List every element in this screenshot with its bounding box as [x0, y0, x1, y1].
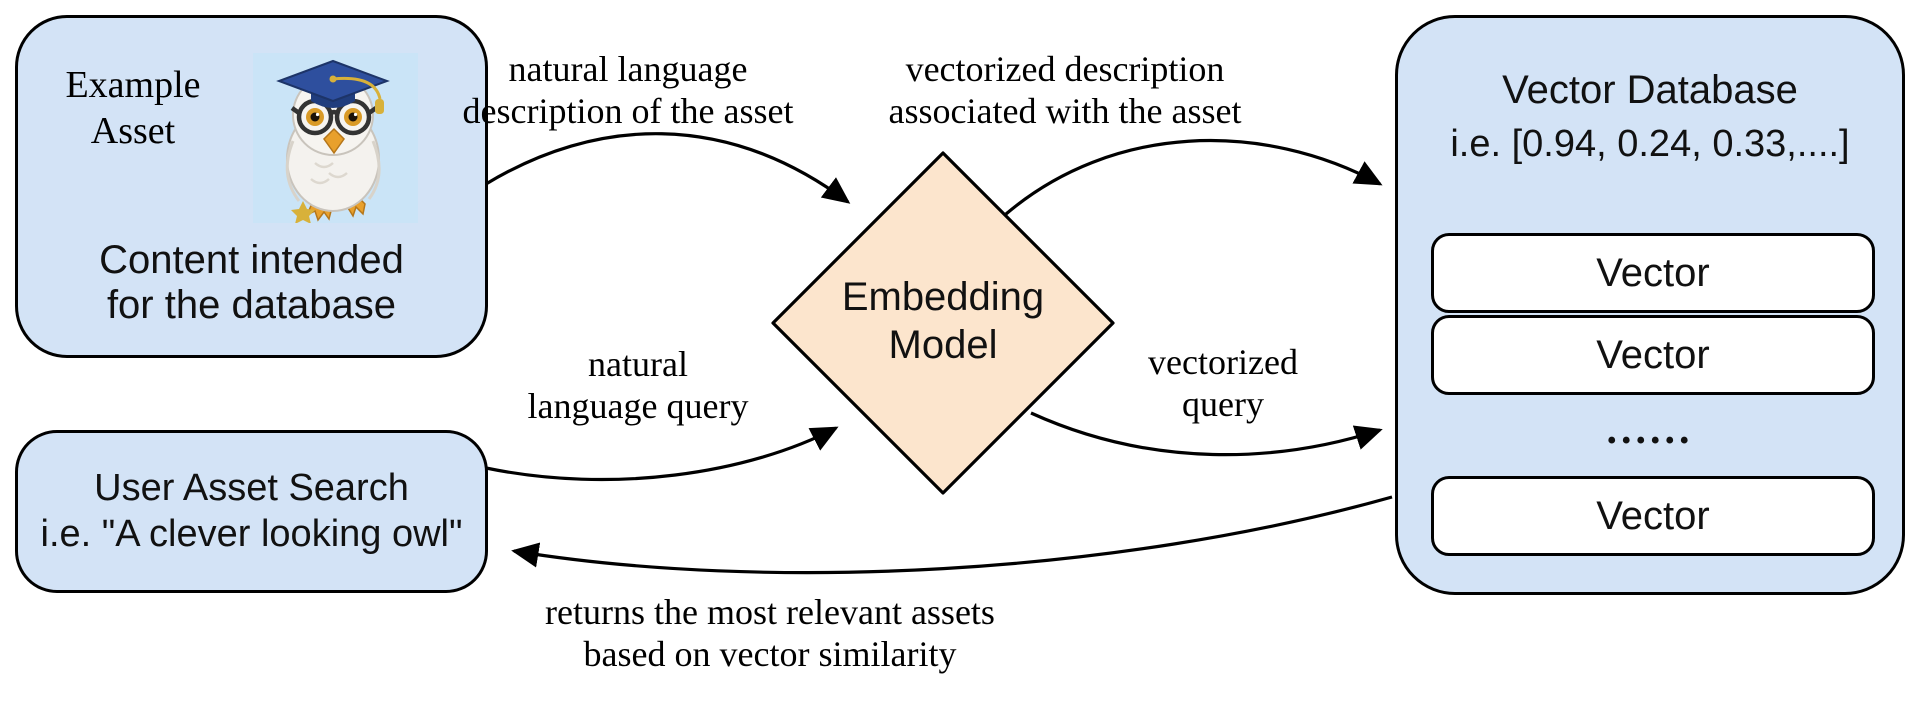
vector-database-box: Vector Database i.e. [0.94, 0.24, 0.33,.… [1395, 15, 1905, 595]
example-asset-title: Example Asset [65, 64, 201, 152]
vector-database-subtitle: i.e. [0.94, 0.24, 0.33,....] [1450, 123, 1850, 165]
owl-graduate-image [253, 53, 418, 224]
example-asset-caption: Content intended for the database [99, 238, 404, 327]
arrow-returns-results [511, 495, 1393, 575]
user-asset-search-box: User Asset Search i.e. "A clever looking… [15, 430, 488, 593]
edge-label-vectorized-query: vectorized query [1148, 342, 1298, 424]
vector-pill-label: Vector [1596, 250, 1710, 295]
edge-label-natural-language-query: natural language query [527, 344, 749, 426]
vector-pill-label: Vector [1596, 493, 1710, 538]
vector-ellipsis: ...... [1606, 407, 1694, 453]
arrow-vectorized-query [1030, 411, 1383, 457]
embedding-model-diamond [771, 151, 1115, 495]
arrow-natural-language-query [485, 426, 839, 482]
vector-pill: Vector [1431, 315, 1875, 395]
vector-pill: Vector [1431, 476, 1875, 556]
edge-label-vectorized-description: vectorized description associated with t… [888, 49, 1242, 131]
embedding-model-label: Embedding Model [841, 275, 1045, 367]
vector-database-title: Vector Database [1502, 68, 1798, 112]
user-asset-search-text: User Asset Search i.e. "A clever looking… [40, 467, 463, 555]
edge-label-natural-language-description: natural language description of the asse… [462, 49, 794, 131]
vector-pill-label: Vector [1596, 332, 1710, 377]
edge-label-returns-results: returns the most relevant assets based o… [545, 592, 995, 674]
vector-pill: Vector [1431, 233, 1875, 313]
example-asset-box: Example Asset [15, 15, 488, 358]
arrow-natural-language-description [485, 132, 851, 204]
arrow-vectorized-description [1004, 139, 1383, 216]
